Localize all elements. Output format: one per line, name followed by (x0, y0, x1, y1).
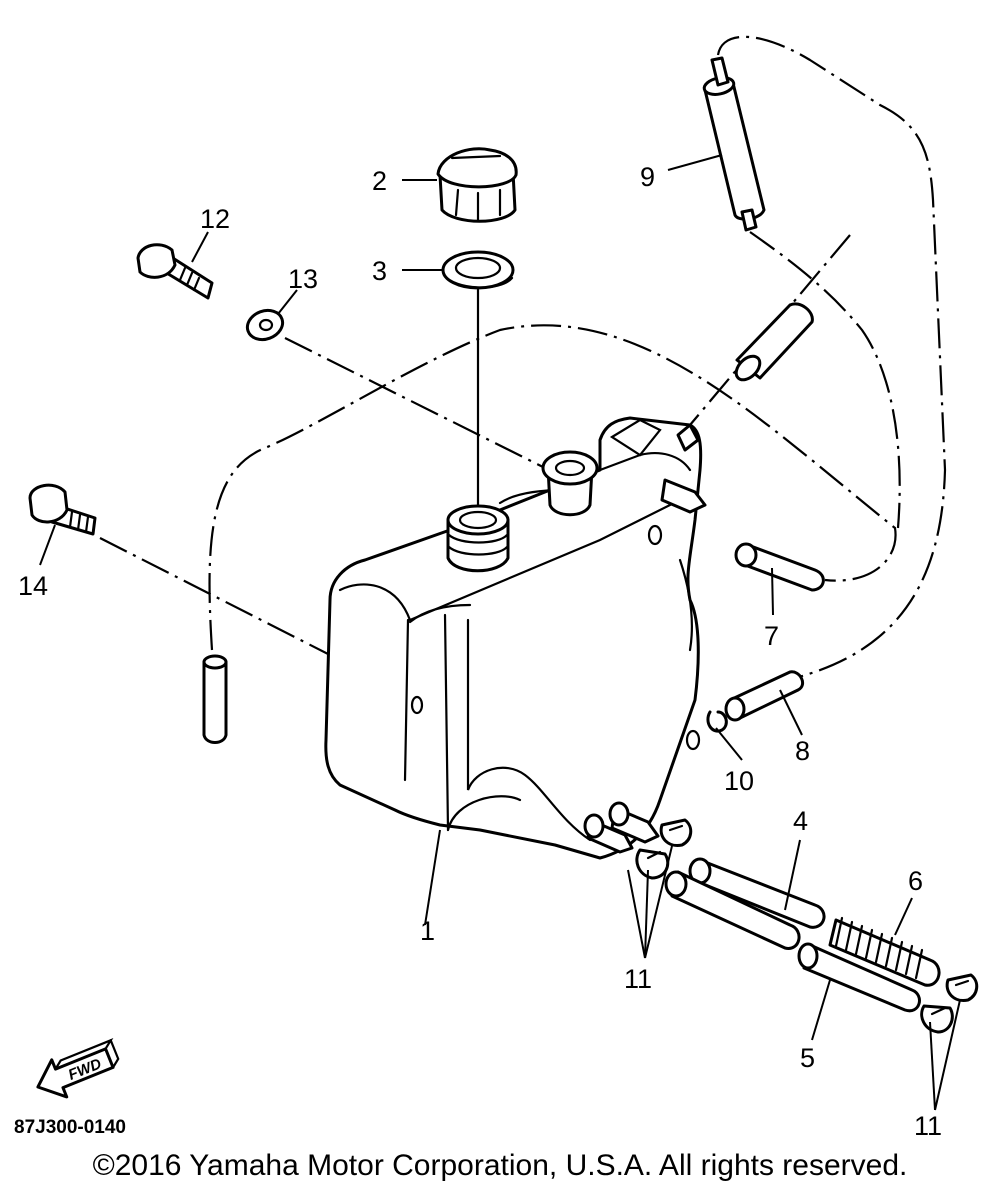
filler-neck (446, 504, 510, 573)
washer-13 (245, 308, 285, 342)
callout-9: 9 (640, 162, 655, 192)
cap-gasket (441, 250, 515, 290)
callout-13: 13 (288, 264, 318, 294)
callout-2: 2 (372, 166, 387, 196)
tank-cap (436, 147, 518, 223)
callout-10: 10 (724, 766, 754, 796)
centerlines (99, 35, 947, 701)
leader-lines (39, 154, 961, 1111)
callout-4: 4 (793, 806, 808, 836)
hose-short-upper (734, 302, 814, 382)
callout-11-right: 11 (914, 1111, 942, 1141)
hose-5 (797, 942, 921, 1013)
callout-7: 7 (764, 621, 779, 651)
clip-10 (706, 710, 728, 733)
hose-4 (688, 857, 826, 929)
callouts: 2 3 9 12 13 14 1 7 8 10 4 6 5 11 11 (18, 162, 942, 1141)
hose-8 (724, 670, 804, 722)
fwd-arrow-icon: FWD (36, 1038, 120, 1099)
callout-1: 1 (420, 916, 435, 946)
diagram-reference: 87J300-0140 (14, 1117, 126, 1138)
tank-nipples (583, 423, 707, 854)
hose-lower-long (664, 870, 801, 950)
copyright-notice: ©2016 Yamaha Motor Corporation, U.S.A. A… (93, 1149, 908, 1182)
callout-5: 5 (800, 1043, 815, 1073)
tank-grommet (541, 450, 599, 517)
callout-11-left: 11 (624, 964, 652, 994)
oil-tank (324, 416, 703, 860)
callout-6: 6 (908, 866, 923, 896)
callout-12: 12 (200, 204, 230, 234)
spring-6 (828, 916, 941, 987)
clips-11-left (635, 818, 693, 880)
callout-3: 3 (372, 256, 387, 286)
hose-9 (702, 56, 766, 232)
bolt-12 (136, 243, 214, 300)
callout-14: 14 (18, 571, 48, 601)
hose-7 (734, 542, 825, 592)
hose-stub-left (202, 654, 228, 744)
callout-8: 8 (795, 736, 810, 766)
bolt-14 (28, 483, 97, 536)
